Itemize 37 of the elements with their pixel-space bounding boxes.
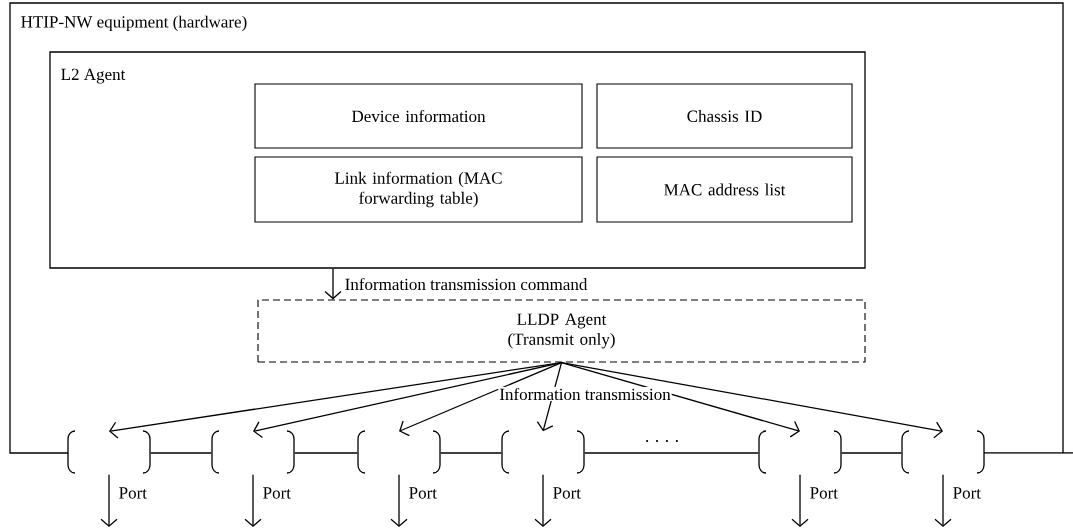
- edge-label: Port: [409, 487, 437, 499]
- arrow: [244, 474, 262, 527]
- connecting-line: [584, 452, 759, 454]
- edge-label: Port: [263, 487, 291, 499]
- arrow: [934, 474, 952, 527]
- ellipsis-label: . . . .: [646, 440, 678, 442]
- connecting-line: [294, 452, 358, 454]
- connecting-line: [841, 452, 902, 454]
- port-bracket: [67, 430, 151, 474]
- info-box: MAC address list: [596, 156, 853, 223]
- arrow: [253, 361, 563, 439]
- arrow: [324, 268, 342, 300]
- port-bracket: [501, 430, 585, 474]
- port-bracket: [211, 430, 295, 474]
- arrow: [390, 474, 408, 527]
- arrow: [534, 474, 552, 527]
- port-bracket: [758, 430, 842, 474]
- connecting-line: [440, 452, 502, 454]
- edge-label: Port: [119, 487, 147, 499]
- connecting-line: [150, 452, 212, 454]
- agent-box: LLDP Agent (Transmit only): [257, 299, 866, 363]
- port-bracket: [357, 430, 441, 474]
- arrow: [399, 361, 563, 437]
- edge-label: Port: [810, 487, 838, 499]
- arrow: [791, 474, 809, 527]
- edge-label: Information transmission command: [345, 277, 588, 291]
- arrow: [536, 361, 563, 432]
- info-box: Chassis ID: [596, 83, 853, 149]
- info-box: Link information (MAC forwarding table): [254, 156, 583, 223]
- port-bracket: [901, 430, 985, 474]
- edge-label: Port: [553, 487, 581, 499]
- arrow: [560, 361, 800, 438]
- info-box: Device information: [254, 83, 583, 149]
- arrow: [100, 474, 118, 527]
- edge-label: Information transmission: [499, 387, 671, 401]
- arrow: [560, 361, 943, 439]
- edge-label: Port: [953, 487, 981, 499]
